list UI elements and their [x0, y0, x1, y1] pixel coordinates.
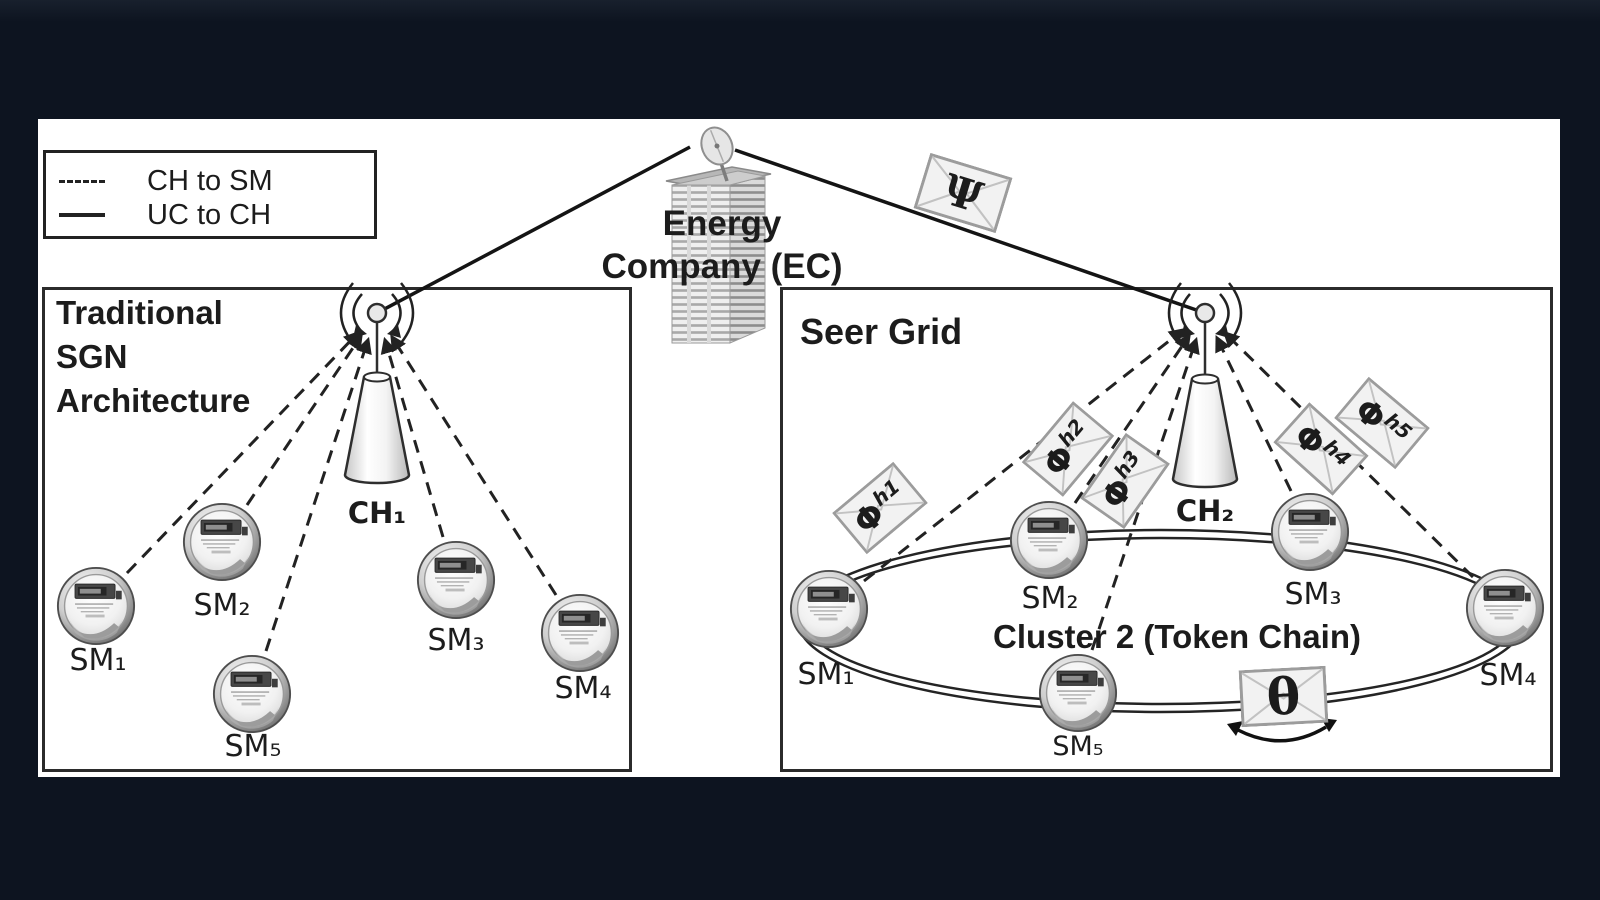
solid-line-sample [59, 213, 105, 217]
dashed-links-ch2 [863, 327, 1475, 651]
smart-meter-icon-left-2 [182, 502, 262, 582]
cluster-2-label: Cluster 2 (Token Chain) [993, 618, 1361, 655]
right-sm5-label: SM₅ [1052, 731, 1104, 762]
smart-meter-icon-left-1 [56, 566, 136, 646]
smart-meter-icon-right-1 [789, 569, 869, 649]
cluster-head-2-antenna-icon [1167, 282, 1243, 489]
left-sm4-label: SM₄ [554, 671, 612, 706]
left-panel-title-line1: Traditional [56, 294, 223, 331]
dashed-line-sample [59, 179, 105, 183]
smart-meter-icon-left-3 [416, 540, 496, 620]
cluster-head-1-antenna-icon [339, 282, 415, 485]
left-sm2-label: SM₂ [193, 588, 251, 623]
smart-meter-icon-right-3 [1270, 492, 1350, 572]
theta-token-envelope-icon: θ [1239, 666, 1329, 727]
left-panel-title-line2: SGN [56, 338, 128, 375]
energy-company-label-line2: Company (EC) [601, 247, 843, 286]
left-panel-title: Traditional SGN Architecture [56, 291, 250, 423]
legend-row-ch-to-sm: CH to SM [46, 163, 374, 199]
smart-meter-icon-left-5 [212, 654, 292, 734]
solid-link-ec-to-ch2 [734, 148, 1206, 315]
solid-link-ec-to-ch1 [376, 145, 691, 315]
smart-meter-icon-left-4 [540, 593, 620, 673]
traditional-sgn-panel-box [42, 287, 632, 772]
left-sm3-label: SM₃ [427, 623, 485, 658]
left-sm1-label: SM₁ [69, 643, 127, 678]
left-panel-title-line3: Architecture [56, 382, 251, 419]
energy-company-label-line1: Energy [662, 204, 782, 243]
right-panel-title: Seer Grid [800, 311, 963, 352]
right-sm3-label: SM₃ [1284, 577, 1342, 612]
ch2-label: CH₂ [1175, 494, 1235, 528]
diagram-artwork [125, 126, 1526, 743]
legend-label: UC to CH [147, 198, 272, 231]
ch1-label: CH₁ [347, 496, 407, 530]
theta-token-label: θ [1265, 665, 1302, 727]
legend-row-uc-to-ch: UC to CH [46, 197, 374, 233]
satellite-dish-icon [700, 126, 734, 182]
dashed-links-ch1 [125, 330, 558, 652]
building-icon [665, 166, 772, 344]
right-sm2-label: SM₂ [1021, 581, 1079, 616]
smart-meter-icon-right-4 [1465, 568, 1545, 648]
legend-box: CH to SM UC to CH [43, 150, 377, 239]
legend-label: CH to SM [147, 164, 273, 197]
right-sm4-label: SM₄ [1479, 658, 1537, 693]
diagram-canvas: CH to SM UC to CH Traditional SGN Archit… [38, 119, 1560, 777]
right-sm1-label: SM₁ [797, 657, 855, 692]
smart-meter-icon-right-2 [1009, 500, 1089, 580]
left-sm5-label: SM₅ [224, 729, 282, 764]
smart-meter-icon-right-5 [1038, 653, 1118, 733]
seer-grid-panel-box [780, 287, 1553, 772]
energy-company-label: Energy Company (EC) [572, 202, 872, 288]
